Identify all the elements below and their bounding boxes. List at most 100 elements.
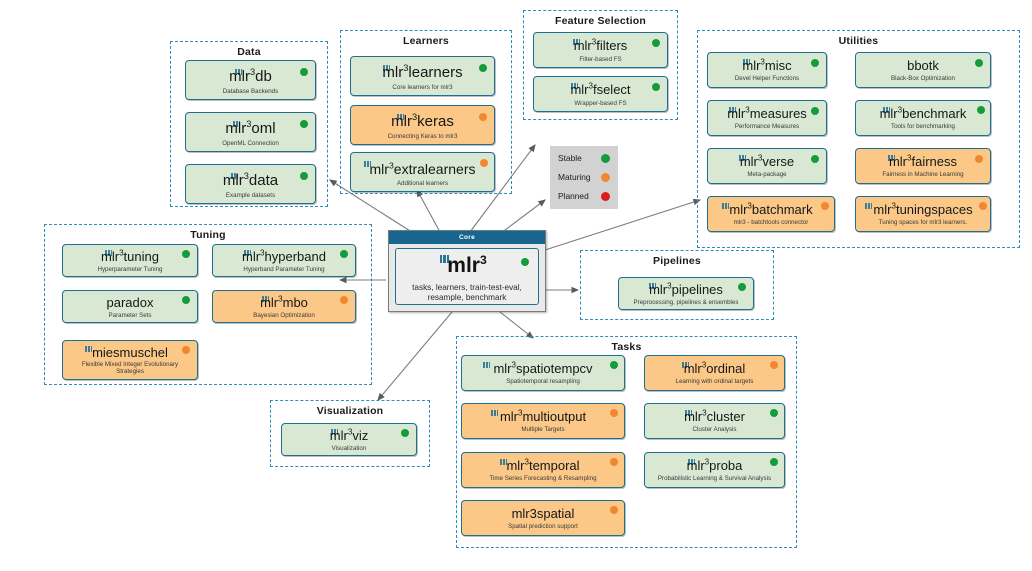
package-card-mlr3keras[interactable]: mlr3keras Connecting Keras to mlr3	[350, 105, 495, 145]
status-dot-stable	[811, 155, 819, 163]
legend-label: Stable	[558, 153, 582, 163]
legend-row-stable: Stable	[558, 150, 610, 166]
mlr-logo-icon	[682, 362, 689, 368]
package-card-mlr3extralearners[interactable]: mlr3extralearners Additional learners	[350, 152, 495, 192]
package-card-mlr3learners[interactable]: mlr3learners Core learners for mlr3	[350, 56, 495, 96]
status-dot-maturing	[610, 409, 618, 417]
package-card-mlr3hyperband[interactable]: mlr3hyperband Hyperband Parameter Tuning	[212, 244, 356, 277]
package-card-mlr3tuning[interactable]: mlr3tuning Hyperparameter Tuning	[62, 244, 198, 277]
group-tuning: Tuning	[44, 224, 372, 385]
package-name: mlr3tuning	[101, 248, 159, 264]
package-card-mlr3ordinal[interactable]: mlr3ordinal Learning with ordinal target…	[644, 355, 785, 391]
package-card-mlr3verse[interactable]: mlr3verse Meta-package	[707, 148, 827, 184]
package-card-mlr3cluster[interactable]: mlr3cluster Cluster Analysis	[644, 403, 785, 439]
package-name: mlr3mbo	[260, 294, 308, 310]
package-description: Parameter Sets	[108, 312, 152, 319]
package-name: mlr3hyperband	[242, 248, 326, 264]
mlr-logo-icon	[883, 107, 890, 113]
status-dot-stable	[300, 120, 308, 128]
group-title-utilities: Utilities	[838, 35, 879, 47]
package-card-mlr3multioutput[interactable]: mlr3multioutput Multiple Targets	[461, 403, 625, 439]
package-card-bbotk[interactable]: bbotk Black-Box Optimization	[855, 52, 991, 88]
package-card-mlr3pipelines[interactable]: mlr3pipelines Preprocessing, pipelines &…	[618, 277, 754, 310]
status-legend: Stable Maturing Planned	[550, 146, 618, 209]
package-card-mlr3misc[interactable]: mlr3misc Devel Helper Functions	[707, 52, 827, 88]
arrow-core-to-tasks	[499, 311, 534, 339]
package-name: mlr3spatiotempcv	[493, 360, 593, 376]
package-card-mlr3data[interactable]: mlr3data Example datasets	[185, 164, 316, 204]
status-dot-maturing	[610, 506, 618, 514]
package-card-mlr3fselect[interactable]: mlr3fselect Wrapper-based FS	[533, 76, 668, 112]
status-dot-stable	[610, 361, 618, 369]
package-description: Meta-package	[747, 171, 787, 178]
status-dot-stable	[977, 106, 985, 114]
core-inner-panel: mlr3 tasks, learners, train-test-eval, r…	[395, 248, 539, 305]
status-dot-maturing	[979, 202, 987, 210]
status-dot-stable	[770, 458, 778, 466]
package-description: Learning with ordinal targets	[675, 378, 754, 385]
package-description: Spatial prediction support	[508, 523, 578, 530]
mlr-logo-icon	[571, 83, 578, 89]
package-description: Hyperband Parameter Tuning	[243, 266, 325, 273]
group-pipelines: Pipelines	[580, 250, 774, 320]
mlr-logo-icon	[397, 114, 404, 120]
mlr-logo-icon	[364, 161, 371, 167]
package-card-mlr3spatiotempcv[interactable]: mlr3spatiotempcv Spatiotemporal resampli…	[461, 355, 625, 391]
package-card-mlr3oml[interactable]: mlr3oml OpenML Connection	[185, 112, 316, 152]
package-description: Example datasets	[225, 192, 276, 199]
status-dot-stable	[811, 59, 819, 67]
package-card-mlr3batchmark[interactable]: mlr3batchmark mlr3 - batchtools connecto…	[707, 196, 835, 232]
core-node[interactable]: Core mlr3 tasks, learners, train-test-ev…	[388, 230, 546, 312]
package-card-paradox[interactable]: paradox Parameter Sets	[62, 290, 198, 323]
mlr-logo-icon	[231, 173, 238, 179]
package-description: Tuning spaces for mlr3 learners.	[878, 219, 968, 226]
status-dot-stable	[401, 429, 409, 437]
package-card-miesmuschel[interactable]: miesmuschel Flexible Mixed Integer Evolu…	[62, 340, 198, 380]
mlr-logo-icon	[440, 255, 449, 263]
package-card-mlr3temporal[interactable]: mlr3temporal Time Series Forecasting & R…	[461, 452, 625, 488]
package-description: Core learners for mlr3	[392, 84, 453, 91]
mlr-logo-icon	[244, 250, 251, 256]
package-card-mlr3filters[interactable]: mlr3filters Filter-based FS	[533, 32, 668, 68]
package-card-mlr3tuningspaces[interactable]: mlr3tuningspaces Tuning spaces for mlr3 …	[855, 196, 991, 232]
package-card-mlr3mbo[interactable]: mlr3mbo Bayesian Optimization	[212, 290, 356, 323]
package-card-mlr3benchmark[interactable]: mlr3benchmark Tools for benchmarking	[855, 100, 991, 136]
package-name: mlr3keras	[391, 112, 454, 130]
package-name: mlr3oml	[225, 119, 276, 137]
package-description: Probabilistic Learning & Survival Analys…	[657, 475, 772, 482]
package-name: mlr3spatial	[511, 506, 575, 521]
core-title: mlr3	[447, 253, 487, 277]
package-card-mlr3viz[interactable]: mlr3viz Visualization	[281, 423, 417, 456]
status-dot-stable	[652, 39, 660, 47]
mlr-logo-icon	[383, 65, 390, 71]
package-description: Additional learners	[396, 180, 449, 187]
status-dot-stable	[770, 409, 778, 417]
package-description: Time Series Forecasting & Resampling	[489, 475, 597, 482]
package-description: Multiple Targets	[521, 426, 565, 433]
status-dot-maturing	[610, 458, 618, 466]
status-dot-stable	[182, 250, 190, 258]
package-name: mlr3viz	[329, 427, 369, 443]
package-description: Bayesian Optimization	[253, 312, 315, 319]
package-card-mlr3proba[interactable]: mlr3proba Probabilistic Learning & Survi…	[644, 452, 785, 488]
package-name: mlr3verse	[739, 153, 795, 169]
mlr-logo-icon	[262, 296, 269, 302]
package-card-mlr3measures[interactable]: mlr3measures Performance Measures	[707, 100, 827, 136]
group-title-feature-selection: Feature Selection	[555, 15, 646, 27]
arrow-core-to-visualization	[377, 311, 453, 401]
mlr-logo-icon	[888, 155, 895, 161]
package-name: mlr3cluster	[684, 408, 745, 424]
mlr-logo-icon	[722, 203, 729, 209]
package-description: Hyperparameter Tuning	[97, 266, 163, 273]
package-name: mlr3learners	[382, 63, 463, 81]
package-description: Flexible Mixed Integer Evolutionary Stra…	[81, 361, 179, 375]
mlr-logo-icon	[483, 362, 490, 368]
mlr-logo-icon	[729, 107, 736, 113]
package-description: Cluster Analysis	[692, 426, 737, 433]
package-name: mlr3misc	[742, 57, 792, 73]
package-card-mlr3fairness[interactable]: mlr3fairness Fairness in Machine Learnin…	[855, 148, 991, 184]
package-card-mlr3spatial[interactable]: mlr3spatial Spatial prediction support	[461, 500, 625, 536]
mlr-logo-icon	[865, 203, 872, 209]
package-card-mlr3db[interactable]: mlr3db Database Backends	[185, 60, 316, 100]
core-description: tasks, learners, train-test-eval, resamp…	[412, 283, 522, 303]
